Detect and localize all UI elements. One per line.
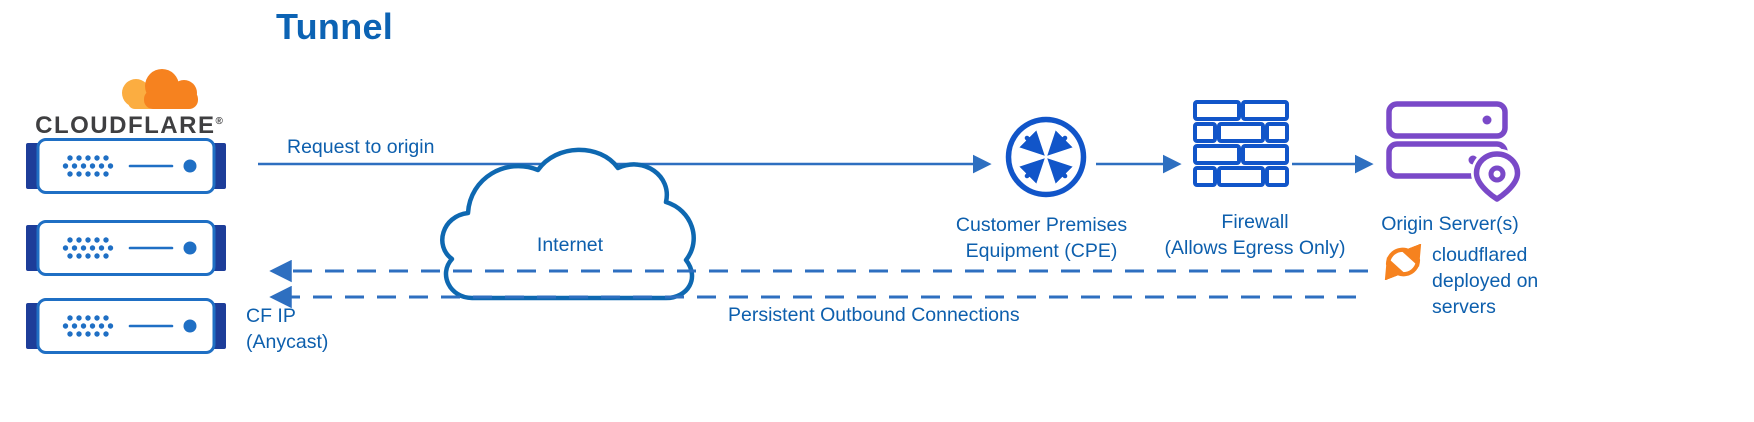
diagram-title: Tunnel — [276, 6, 394, 47]
edge-server-icon-1 — [26, 138, 226, 194]
sync-arrows-icon — [1384, 244, 1422, 280]
origin-servers-icon — [1386, 101, 1521, 204]
brand-name: CLOUDFLARE — [35, 112, 216, 139]
cpe-label: Customer Premises Equipment (CPE) — [939, 212, 1144, 264]
cf-ip-label-line2: (Anycast) — [246, 331, 329, 353]
cloudflared-label: cloudflared deployed on servers — [1432, 242, 1538, 320]
bricks — [1193, 100, 1289, 187]
edge-server-icon-2 — [26, 220, 226, 276]
firewall-label: Firewall (Allows Egress Only) — [1148, 209, 1362, 261]
cloudflared-label-line2: deployed on — [1432, 270, 1539, 292]
internet-cloud-icon — [440, 147, 696, 301]
cloudflare-cloud-icon — [122, 69, 198, 109]
cloudflared-label-line3: servers — [1432, 296, 1496, 318]
origin-label: Origin Server(s) — [1381, 213, 1519, 235]
cloudflared-label-line1: cloudflared — [1432, 244, 1528, 266]
persistent-connections-label: Persistent Outbound Connections — [728, 304, 1020, 326]
firewall-bricks-icon — [1193, 100, 1289, 187]
location-pin-icon — [1470, 148, 1521, 204]
cpe-router-icon — [1005, 116, 1087, 198]
firewall-label-line1: Firewall — [1221, 211, 1289, 233]
cloud-main-lobe — [144, 69, 198, 109]
cpe-label-line2: Equipment (CPE) — [965, 240, 1118, 262]
cf-ip-label-line1: CF IP — [246, 305, 296, 327]
cloudflare-logo: CLOUDFLARE® — [26, 64, 232, 144]
cpe-label-line1: Customer Premises — [955, 214, 1128, 236]
firewall-label-line2: (Allows Egress Only) — [1164, 237, 1346, 259]
edge-server-icon-3 — [26, 298, 226, 354]
internet-label: Internet — [536, 234, 604, 256]
cf-ip-label: CF IP (Anycast) — [246, 303, 328, 355]
brand-wordmark: CLOUDFLARE® — [26, 112, 232, 140]
request-to-origin-label: Request to origin — [287, 136, 435, 158]
registered-mark: ® — [215, 116, 223, 127]
router-arrows — [1019, 130, 1073, 184]
